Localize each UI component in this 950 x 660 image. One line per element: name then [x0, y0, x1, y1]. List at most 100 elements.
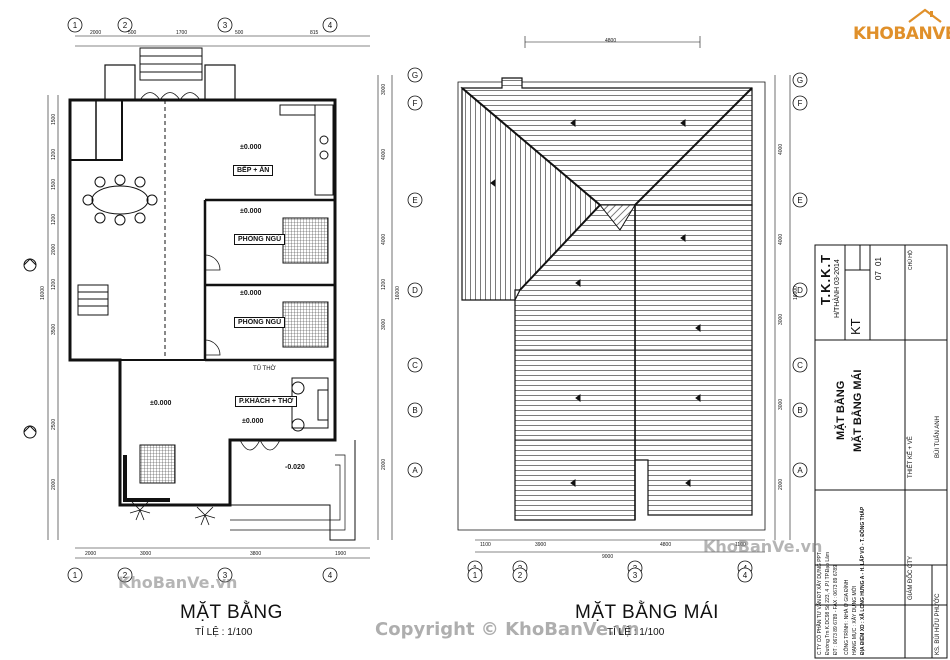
- floor-right-dim-0: 3000: [381, 83, 387, 95]
- roof-grid-col-4-b: 4: [737, 567, 753, 583]
- roof-slope-arrow-9: [685, 479, 691, 487]
- floor-right-dim-5: 2000: [381, 458, 387, 470]
- floor-left-dim-7: 2500: [51, 418, 57, 430]
- floor-left-dim-6: 3500: [51, 323, 57, 335]
- roof-plan: [457, 36, 791, 553]
- roof-slope-arrow-5: [695, 324, 701, 332]
- bedroom-1-level: ±0.000: [240, 208, 262, 215]
- tb-drawing-title-1: MẶT BẰNG: [835, 380, 847, 440]
- roof-right-dim-0: 4000: [778, 143, 784, 155]
- svg-text:A: A: [412, 466, 418, 475]
- tb-sheet-code: KT: [848, 318, 863, 335]
- floor-top-dim-0: 2000: [90, 30, 102, 36]
- floor-left-dim-3: 1200: [51, 213, 57, 225]
- floor-plan: [23, 35, 393, 559]
- svg-text:1: 1: [73, 571, 78, 580]
- porch-level: -0.020: [285, 464, 305, 471]
- khobanve-logo: KHOBANVE: [853, 8, 950, 48]
- svg-text:B: B: [797, 406, 802, 415]
- floor-top-dim-2: 1700: [176, 30, 188, 36]
- roof-bottom-dim-2: 4800: [660, 542, 672, 548]
- svg-text:3: 3: [223, 21, 228, 30]
- floor-grid-col-3-top: 3: [217, 17, 233, 33]
- floor-top-dim-4: 815: [310, 30, 319, 36]
- floor-bottom-dim-0: 2000: [85, 551, 97, 557]
- roof-right-dim-4: 2000: [778, 478, 784, 490]
- floor-left-dim-0: 1500: [51, 113, 57, 125]
- svg-text:F: F: [413, 99, 418, 108]
- roof-grid-row-B: B: [792, 402, 808, 418]
- svg-text:D: D: [412, 286, 418, 295]
- roof-grid-row-G: G: [792, 72, 808, 88]
- svg-text:3: 3: [223, 571, 228, 580]
- floor-grid-col-1-bottom: 1: [67, 567, 83, 583]
- floor-grid-col-4-bottom: 4: [322, 567, 338, 583]
- tb-checker: KS. BÙI HỮU PHƯỚC: [935, 593, 941, 655]
- floor-right-total: 16000: [395, 286, 401, 300]
- floor-bottom-dim-3: 1900: [335, 551, 347, 557]
- floor-left-dim-4: 2000: [51, 243, 57, 255]
- title-block: [814, 244, 948, 659]
- floor-grid-col-1-top: 1: [67, 17, 83, 33]
- altar-label: TỦ THỜ: [253, 366, 276, 372]
- roof-grid-col-1-b: 1: [467, 567, 483, 583]
- watermark-roof: KhoBanVe.vn: [703, 537, 823, 556]
- hall-level: ±0.000: [150, 400, 172, 407]
- svg-text:2: 2: [518, 571, 523, 580]
- svg-text:F: F: [798, 99, 803, 108]
- floor-left-dim-5: 1200: [51, 278, 57, 290]
- floor-grid-col-4-top: 4: [322, 17, 338, 33]
- floor-top-dim-1: 500: [128, 30, 137, 36]
- logo-text: KHOBANVE: [853, 24, 950, 44]
- bedroom-2-label: PHÒNG NGỦ: [234, 317, 286, 328]
- floor-grid-col-2-top: 2: [117, 17, 133, 33]
- tb-address: Đường Trn K.DC98 Số 223, 4 .P.I TP.Đạo L…: [825, 551, 831, 655]
- roof-right-dim-3: 3000: [778, 398, 784, 410]
- roof-right-dim-1: 4000: [778, 233, 784, 245]
- floor-bottom-dim-1: 3000: [140, 551, 152, 557]
- floor-grid-col-3-bottom: 3: [217, 567, 233, 583]
- roof-grid-row-A: A: [792, 462, 808, 478]
- living-label: P.KHÁCH + THỜ: [235, 396, 298, 407]
- kitchen-level: ±0.000: [240, 144, 262, 151]
- svg-text:A: A: [797, 466, 803, 475]
- floor-grid-row-C: C: [407, 357, 423, 373]
- floor-plan-scale: TỈ LỆ : 1/100: [195, 627, 253, 638]
- roof-grid-col-2-b: 2: [512, 567, 528, 583]
- tb-drawing-title-2: MẶT BẰNG MÁI: [852, 369, 864, 453]
- living-level: ±0.000: [242, 418, 264, 425]
- roof-slope-arrow-2: [490, 179, 496, 187]
- floor-right-dim-3: 1200: [381, 278, 387, 290]
- svg-text:4: 4: [328, 21, 333, 30]
- floor-grid-row-G: G: [407, 67, 423, 83]
- svg-text:G: G: [412, 71, 418, 80]
- svg-text:4: 4: [328, 571, 333, 580]
- svg-text:G: G: [797, 76, 803, 85]
- floor-grid-row-E: E: [407, 192, 423, 208]
- roof-top-dim: 4800: [605, 38, 617, 44]
- roof-slope-arrow-0: [570, 119, 576, 127]
- roof-slope-arrow-8: [570, 479, 576, 487]
- roof-slope-arrow-6: [575, 394, 581, 402]
- roof-grid-col-3-b: 3: [627, 567, 643, 583]
- roof-slope-arrow-1: [680, 119, 686, 127]
- svg-text:B: B: [412, 406, 417, 415]
- tb-designer: BÙI TUẤN ANH: [935, 416, 941, 458]
- tb-project: CÔNG TRÌNH : NHÀ Ở GIA ĐÌNH: [844, 579, 850, 655]
- floor-left-dim-1: 1200: [51, 148, 57, 160]
- floor-right-dim-4: 3000: [381, 318, 387, 330]
- tb-code: T.K.K.T: [818, 253, 833, 305]
- roof-slope-arrow-3: [680, 234, 686, 242]
- tb-chu-ho: CHỦ HỘ: [908, 250, 914, 270]
- roof-plan-title: MẶT BẰNG MÁI: [575, 602, 719, 623]
- floor-grid-row-F: F: [407, 95, 423, 111]
- svg-text:E: E: [797, 196, 802, 205]
- tb-date: H/THÀNH 03-2014: [834, 259, 841, 318]
- watermark-floor: KhoBanVe.vn: [118, 573, 238, 592]
- roof-bottom-total: 9000: [602, 554, 614, 560]
- copyright-watermark: Copyright © KhoBanVe.vn: [375, 619, 640, 640]
- roof-grid-row-E: E: [792, 192, 808, 208]
- svg-text:D: D: [797, 286, 803, 295]
- tb-location: ĐỊA ĐIỂM XD : XÃ LONG HƯNG A - H. LẤP VÒ…: [860, 506, 866, 655]
- roof-bottom-dim-3: 1100: [735, 542, 746, 548]
